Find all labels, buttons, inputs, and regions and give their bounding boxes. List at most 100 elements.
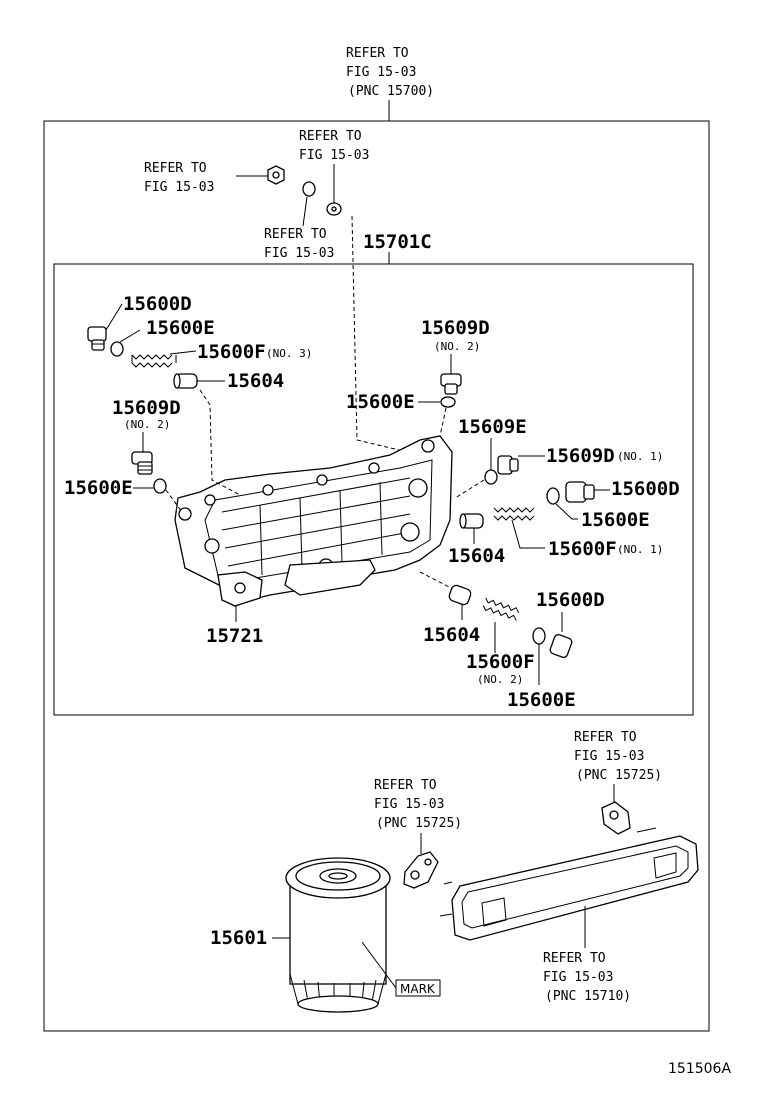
ref-line: REFER TO xyxy=(144,161,207,176)
plug-15600D-lower xyxy=(549,634,573,658)
figure-code: 151506A xyxy=(668,1061,731,1077)
spring-15600F-no1 xyxy=(493,507,535,521)
ref-gasket-right: REFER TO FIG 15-03 (PNC 15725) xyxy=(574,730,662,783)
part-label-15701C: 15701C xyxy=(363,231,432,253)
oil-cooler-cover xyxy=(174,435,453,601)
oil-filter-15601 xyxy=(285,857,391,1013)
o-ring-15600E xyxy=(440,396,456,408)
bolt-hole xyxy=(368,462,380,474)
guide-line xyxy=(199,389,241,496)
plug-15609D-no1 xyxy=(497,455,519,475)
ref-line: (PNC 15700) xyxy=(348,84,434,99)
ref-line: REFER TO xyxy=(299,129,362,144)
part-label-15600F: 15600F xyxy=(197,341,266,363)
bolt-hole xyxy=(178,507,192,521)
part-label-15600E: 15600E xyxy=(507,689,576,711)
part-label-15609D: 15609D xyxy=(546,445,615,467)
part-label-15600D: 15600D xyxy=(611,478,680,500)
leader-line xyxy=(119,329,141,343)
guide-line xyxy=(454,479,485,499)
ref-line: REFER TO xyxy=(574,730,637,745)
bolt-hole xyxy=(421,439,435,453)
part-label-15600E: 15600E xyxy=(581,509,650,531)
part-label-15601: 15601 xyxy=(210,927,267,949)
ref-line: FIG 15-03 xyxy=(299,148,369,163)
ref-line: REFER TO xyxy=(264,227,327,242)
part-label-15600D: 15600D xyxy=(123,293,192,315)
ref-line: REFER TO xyxy=(543,951,606,966)
lower-flange xyxy=(284,559,376,596)
port-hole xyxy=(408,478,428,498)
port-hole xyxy=(204,538,220,554)
valve-15604-top xyxy=(173,373,198,389)
ref-line: REFER TO xyxy=(346,46,409,61)
nut-hole xyxy=(272,171,280,179)
ref-line: REFER TO xyxy=(374,778,437,793)
guide-line xyxy=(165,489,183,513)
leader-line xyxy=(302,196,308,227)
part-label-15604: 15604 xyxy=(423,624,480,646)
leader-line xyxy=(555,503,578,520)
bolt-hole xyxy=(316,474,328,486)
part-sublabel: (NO. 2) xyxy=(124,418,170,431)
part-sublabel: (NO. 2) xyxy=(477,673,523,686)
ref-lower-mid: REFER TO FIG 15-03 xyxy=(264,227,334,261)
ref-upper-left: REFER TO FIG 15-03 xyxy=(144,161,214,195)
part-sublabel: (NO. 1) xyxy=(617,450,663,463)
bolt-hole xyxy=(234,582,246,594)
ref-element: REFER TO FIG 15-03 (PNC 15710) xyxy=(543,951,631,1004)
o-ring-15609E xyxy=(484,469,498,485)
plug-15600D-right xyxy=(565,481,595,503)
mark-box xyxy=(395,979,441,997)
part-label-15600D: 15600D xyxy=(536,589,605,611)
part-sublabel: (NO. 2) xyxy=(434,340,480,353)
oil-cooler-element xyxy=(439,827,699,941)
spring-15600F-no3 xyxy=(131,354,177,368)
leader-line xyxy=(105,303,123,331)
gasket-hole xyxy=(609,810,619,820)
plug-15600D-top-left xyxy=(87,326,107,351)
spring-15600F-no2 xyxy=(482,597,520,621)
leader-line xyxy=(511,519,545,549)
part-label-15609E: 15609E xyxy=(458,416,527,438)
valve-15604-right xyxy=(459,513,484,529)
washer-hole xyxy=(331,206,337,212)
part-label-15609D: 15609D xyxy=(421,317,490,339)
part-label-15609D: 15609D xyxy=(112,397,181,419)
part-label-15604: 15604 xyxy=(227,370,284,392)
leader-line xyxy=(361,941,397,989)
part-sublabel: (NO. 1) xyxy=(617,543,663,556)
valve-15604-lower xyxy=(448,584,472,606)
mark-label: MARK xyxy=(400,982,436,996)
guide-line xyxy=(439,407,447,437)
part-label-15600E: 15600E xyxy=(146,317,215,339)
ref-gasket-mid: REFER TO FIG 15-03 (PNC 15725) xyxy=(374,778,462,831)
o-ring-15600E xyxy=(532,627,546,645)
ref-line: (PNC 15725) xyxy=(376,816,462,831)
small-washer xyxy=(302,181,316,197)
ref-line: FIG 15-03 xyxy=(574,749,644,764)
guide-line xyxy=(419,571,456,591)
leader-line xyxy=(169,350,197,355)
ref-line: FIG 15-03 xyxy=(374,797,444,812)
inner-frame xyxy=(53,263,694,716)
o-ring-15600E xyxy=(153,478,167,494)
ref-line: (PNC 15725) xyxy=(576,768,662,783)
gasket-mid xyxy=(403,851,439,889)
part-label-15600F: 15600F xyxy=(466,651,535,673)
part-label-15604: 15604 xyxy=(448,545,505,567)
gasket-hole xyxy=(410,870,420,880)
ref-top-main: REFER TO FIG 15-03 (PNC 15700) xyxy=(346,46,434,99)
part-label-15600F: 15600F xyxy=(548,538,617,560)
port-hole xyxy=(400,522,420,542)
bolt-hole xyxy=(262,484,274,496)
ref-line: (PNC 15710) xyxy=(545,989,631,1004)
o-ring-15600E xyxy=(110,341,124,357)
bolt-hole xyxy=(204,494,216,506)
part-label-15721: 15721 xyxy=(206,625,263,647)
o-ring-15600E xyxy=(546,487,560,505)
part-sublabel: (NO. 3) xyxy=(266,347,312,360)
plug-15609D-top-right xyxy=(440,373,462,395)
part-label-15600E: 15600E xyxy=(346,391,415,413)
